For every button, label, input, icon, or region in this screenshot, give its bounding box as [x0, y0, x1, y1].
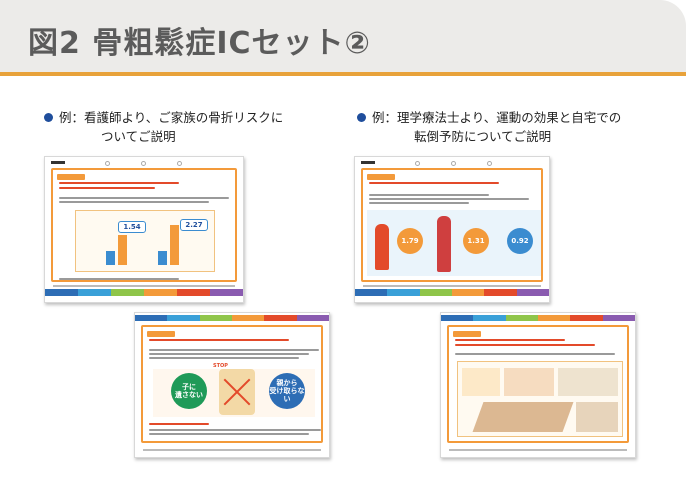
sheet-text-line — [149, 429, 321, 431]
stairs-illustration-icon — [576, 402, 618, 432]
title-header: 図2 骨粗鬆症ICセット② — [0, 0, 686, 76]
bullet-dot-icon — [357, 113, 366, 122]
bullet-pt-line2: 転倒予防についてご説明 — [414, 129, 552, 144]
sheet-text-line — [455, 353, 615, 355]
punch-hole-icon — [487, 161, 492, 166]
bullet-pt-line1: 例：理学療法士より、運動の効果と自宅での — [372, 110, 622, 125]
sheet-bar — [106, 251, 115, 265]
sheet-bar-group — [106, 213, 186, 265]
person-illustration-icon — [375, 224, 389, 270]
sheet-subheading-line — [149, 423, 209, 425]
sheet-heading-line — [455, 339, 565, 341]
sheet-footer-line — [449, 449, 627, 451]
bullet-nurse: 例：看護師より、ご家族の骨折リスクに ついてご説明 — [44, 108, 283, 146]
sheet-tag — [51, 161, 65, 164]
sheet-footer-line — [53, 285, 235, 287]
sheet-illustration-area: 子に遺さない 親から受け取らない — [153, 369, 315, 417]
floor-illustration-icon — [472, 402, 574, 432]
sheet-nurse-family: STOP 子に遺さない 親から受け取らない — [134, 312, 330, 458]
sheet-heading-line — [59, 187, 155, 189]
sheet-frame: 1.79 1.31 0.92 — [361, 168, 543, 282]
sheet-illustration-area: 1.79 1.31 0.92 — [367, 210, 541, 276]
sheet-stop-label: STOP — [213, 363, 228, 369]
sheet-text-line — [369, 198, 529, 200]
sheet-text-line — [369, 202, 469, 204]
sheet-text-line — [369, 194, 489, 196]
sheet-text-line — [59, 201, 209, 203]
sheet-heading-line — [455, 344, 595, 346]
header-rule — [0, 72, 686, 76]
sheet-value-a: 1.54 — [118, 221, 146, 233]
bullet-pt: 例：理学療法士より、運動の効果と自宅での 転倒予防についてご説明 — [357, 108, 621, 146]
sheet-label — [367, 174, 395, 180]
bullet-nurse-line1: 例：看護師より、ご家族の骨折リスクに — [59, 110, 284, 125]
sheet-label — [453, 331, 481, 337]
sheet-value-a: 1.79 — [397, 228, 423, 254]
sheet-color-bar — [355, 289, 549, 296]
sheet-text-line — [149, 353, 309, 355]
bullet-dot-icon — [44, 113, 53, 122]
sheet-text-line — [59, 197, 229, 199]
person-illustration-icon — [437, 216, 451, 272]
page-title: 図2 骨粗鬆症ICセット② — [28, 26, 371, 61]
punch-hole-icon — [105, 161, 110, 166]
sheet-color-bar-top — [441, 315, 635, 321]
sheet-color-bar — [45, 289, 243, 296]
sheet-footer-line — [363, 285, 541, 287]
sheet-value-c: 0.92 — [507, 228, 533, 254]
sheet-tag — [361, 161, 375, 164]
sheet-label — [147, 331, 175, 337]
sheet-text-line — [149, 349, 319, 351]
sheet-bar — [118, 235, 127, 265]
sheet-circle-right: 親から受け取らない — [269, 373, 305, 409]
sheet-heading-line — [59, 182, 179, 184]
sheet-text-line — [149, 433, 309, 435]
sheet-pt-fall-prevention — [440, 312, 636, 458]
room-illustration-icon — [462, 368, 500, 396]
sheet-value-b: 1.31 — [463, 228, 489, 254]
sheet-bar — [158, 251, 167, 265]
sheet-pt-exercise: 1.79 1.31 0.92 — [354, 156, 550, 303]
sheet-value-b: 2.27 — [180, 219, 208, 231]
sheet-bar — [170, 225, 179, 265]
punch-hole-icon — [141, 161, 146, 166]
sheet-frame — [447, 325, 629, 443]
punch-hole-icon — [451, 161, 456, 166]
punch-hole-icon — [415, 161, 420, 166]
sheet-nurse-fracture-risk: 1.54 2.27 — [44, 156, 244, 303]
sheet-text-line — [149, 357, 299, 359]
sheet-heading-line — [369, 182, 499, 184]
sheet-heading-line — [149, 339, 289, 341]
room-illustration-icon — [504, 368, 554, 396]
bullet-nurse-line2: ついてご説明 — [101, 129, 176, 144]
room-illustration-icon — [558, 368, 618, 396]
sheet-frame: STOP 子に遺さない 親から受け取らない — [141, 325, 323, 443]
sheet-label — [57, 174, 85, 180]
sheet-illustration-area — [457, 361, 623, 437]
punch-hole-icon — [177, 161, 182, 166]
sheet-circle-left: 子に遺さない — [171, 373, 207, 409]
sheet-text-line — [59, 278, 179, 280]
sheet-footer-line — [143, 449, 321, 451]
sheet-frame: 1.54 2.27 — [51, 168, 237, 282]
sheet-color-bar-top — [135, 315, 329, 321]
sheet-chart-area: 1.54 2.27 — [75, 210, 215, 272]
